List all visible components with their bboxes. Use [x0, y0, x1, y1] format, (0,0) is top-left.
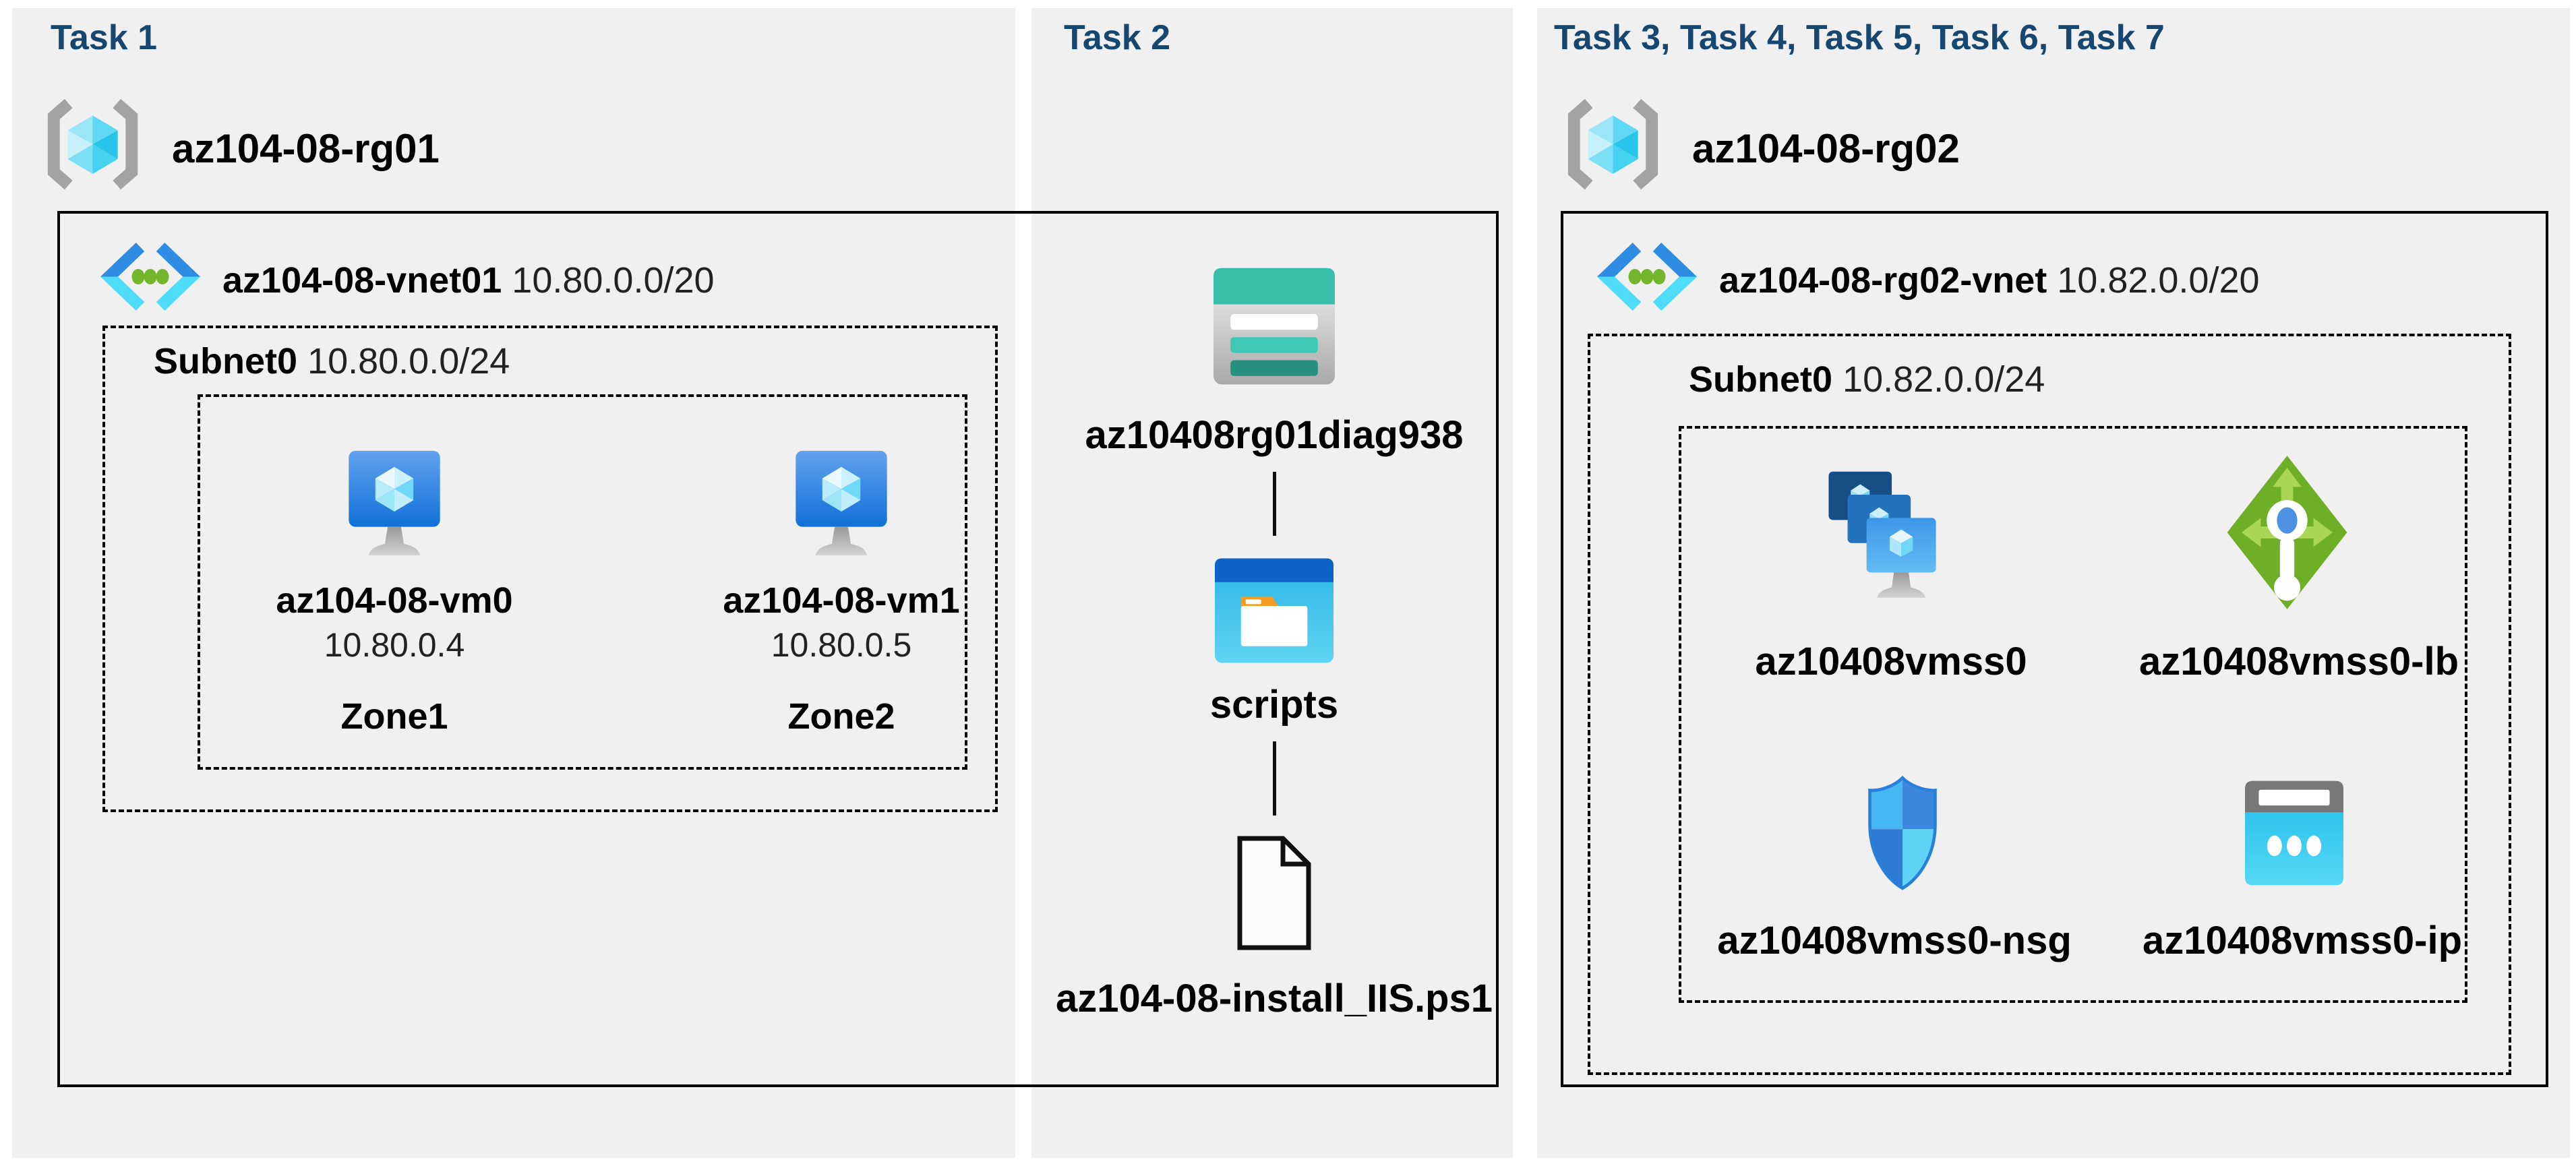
subnet1-box	[102, 326, 998, 812]
public-ip-icon	[2245, 780, 2343, 886]
vnet2-name: az104-08-rg02-vnet	[1719, 260, 2047, 301]
vnet2-cidr: 10.82.0.0/20	[2057, 260, 2260, 301]
vnet2-boundary-box	[1561, 211, 2548, 1087]
vm1-zone: Zone2	[787, 696, 895, 737]
virtual-machine-icon	[345, 449, 444, 565]
subnet2-name: Subnet0	[1689, 359, 1833, 400]
connector-container-to-file	[1273, 741, 1276, 816]
vmss-resources-box	[1679, 426, 2467, 1003]
panel-task3	[1537, 8, 2570, 1158]
resource-group-name: az104-08-rg02	[1692, 126, 1960, 171]
vm0-name: az104-08-vm0	[276, 580, 513, 621]
vm0-zone: Zone1	[340, 696, 448, 737]
subnet2-cidr: 10.82.0.0/24	[1843, 359, 2045, 400]
resource-group-name: az104-08-rg01	[172, 126, 440, 171]
subnet1-label: Subnet0 10.80.0.0/24	[154, 340, 510, 382]
vm-zone-box	[198, 394, 967, 770]
vnet1-name: az104-08-vnet01	[222, 260, 502, 301]
vnet1-cidr: 10.80.0.0/20	[512, 260, 715, 301]
vnet1-boundary-box	[57, 211, 1499, 1087]
vm1-ip: 10.80.0.5	[771, 626, 912, 664]
vm1-name: az104-08-vm1	[723, 580, 960, 621]
panel-task1	[12, 8, 1015, 1158]
subnet1-name: Subnet0	[154, 341, 298, 381]
task1-title: Task 1	[51, 18, 158, 57]
file-icon	[1232, 832, 1317, 954]
storage-account-icon	[1214, 267, 1335, 386]
public-ip-name: az10408vmss0-ip	[2143, 919, 2462, 962]
task3-title: Task 3, Task 4, Task 5, Task 6, Task 7	[1554, 18, 2165, 57]
task2-title: Task 2	[1064, 18, 1171, 57]
load-balancer-name: az10408vmss0-lb	[2139, 640, 2459, 683]
load-balancer-icon	[2225, 452, 2349, 613]
script-file-name: az104-08-install_IIS.ps1	[1056, 977, 1493, 1020]
subnet2-box	[1588, 334, 2511, 1075]
container-name: scripts	[1209, 683, 1339, 727]
blob-container-icon	[1215, 554, 1334, 667]
vm0-ip: 10.80.0.4	[324, 626, 465, 664]
nsg-icon	[1862, 765, 1943, 901]
vm-scale-set-icon	[1820, 465, 1952, 637]
resource-group-icon	[37, 93, 148, 195]
resource-group-icon	[1557, 93, 1669, 195]
connector-storage-to-container	[1273, 472, 1276, 536]
subnet1-cidr: 10.80.0.0/24	[307, 341, 510, 381]
vnet1-label: az104-08-vnet01 10.80.0.0/20	[222, 259, 715, 301]
virtual-machine-icon	[792, 449, 891, 565]
subnet2-label: Subnet0 10.82.0.0/24	[1689, 359, 2045, 400]
vnet2-label: az104-08-rg02-vnet 10.82.0.0/20	[1719, 259, 2260, 301]
storage-account-name: az10408rg01diag938	[1085, 413, 1464, 457]
vmss-name: az10408vmss0	[1755, 640, 2027, 683]
virtual-network-icon	[100, 241, 201, 313]
virtual-network-icon	[1596, 241, 1698, 313]
nsg-name: az10408vmss0-nsg	[1717, 919, 2072, 962]
